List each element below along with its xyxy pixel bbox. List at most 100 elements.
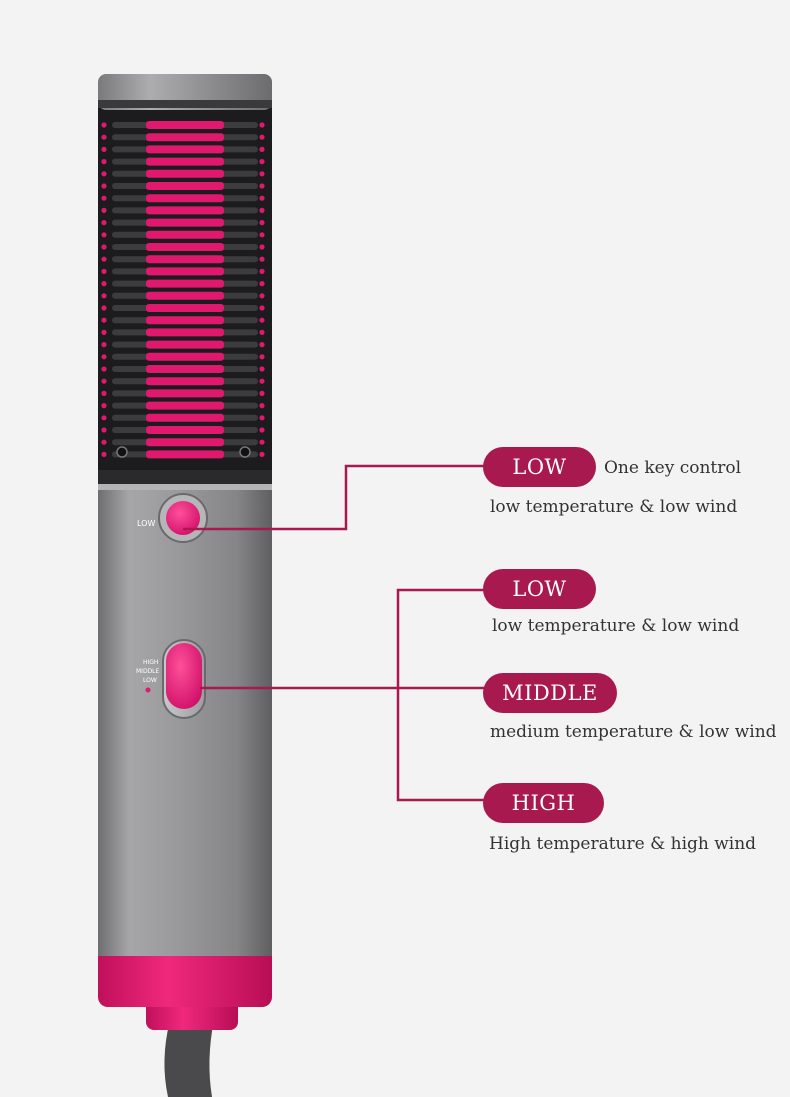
bristle-tip: [259, 329, 265, 335]
bristle-core: [146, 243, 224, 251]
bristle-tip: [101, 329, 107, 335]
switch-label-middle: MIDDLE: [136, 668, 160, 675]
bristle-core: [146, 328, 224, 337]
bristle-tip: [259, 427, 265, 433]
bristle-tip: [259, 293, 265, 299]
bristle-tip: [259, 159, 265, 165]
bristle-core: [146, 389, 224, 398]
bristle-tip: [101, 317, 107, 323]
bristle-core: [146, 145, 224, 154]
bristle-tip: [259, 122, 265, 128]
bristle-tip: [259, 317, 265, 323]
bristle-tip: [259, 146, 265, 152]
bristle-tip: [101, 403, 107, 409]
bristle-tip: [101, 342, 107, 348]
bristle-tip: [259, 268, 265, 274]
bristle-core: [146, 267, 224, 276]
bristle-tip: [101, 268, 107, 274]
switch-label-high: HIGH: [143, 659, 158, 666]
bristle-core: [146, 133, 224, 142]
bristle-tip: [101, 439, 107, 445]
badge-mode-high: HIGH: [483, 783, 604, 823]
power-button: [166, 501, 200, 535]
bristle-tip: [101, 195, 107, 201]
bristle-tip: [101, 207, 107, 213]
bristle-core: [146, 206, 224, 215]
bottom-band: [98, 945, 272, 1007]
bristle-core: [146, 230, 224, 239]
head-screw: [116, 446, 128, 458]
bristle-tip: [101, 134, 107, 140]
bristle-core: [146, 279, 224, 288]
bristle-core: [146, 377, 224, 386]
bristle-tip: [101, 390, 107, 396]
bristle-tip: [259, 281, 265, 287]
bristle-tip: [101, 232, 107, 238]
bristle-tip: [101, 122, 107, 128]
bristle-core: [146, 340, 224, 349]
bristle-core: [146, 365, 224, 373]
bristle-tip: [259, 403, 265, 409]
bristle-tip: [101, 366, 107, 372]
bristle-tip: [101, 220, 107, 226]
badge-mode-middle: MIDDLE: [483, 673, 617, 713]
bristle-tip: [259, 305, 265, 311]
bristle-core: [146, 316, 224, 325]
bristle-tip: [259, 439, 265, 445]
bristle-tip: [101, 281, 107, 287]
badge-power-low: LOW: [483, 447, 596, 487]
bristle-tip: [101, 171, 107, 177]
mode-indicator-dot: [145, 687, 151, 693]
caption-one-key-control: One key control: [604, 458, 742, 478]
leader-bracket-modes: [396, 588, 485, 802]
bristle-tip: [259, 134, 265, 140]
bristle-tip: [101, 159, 107, 165]
bristle-tip: [101, 244, 107, 250]
bristle-tip: [101, 415, 107, 421]
bristle-core: [146, 426, 224, 434]
bristle-tip: [259, 232, 265, 238]
bristle-tip: [101, 427, 107, 433]
bristle-tip: [259, 354, 265, 360]
bristle-rows: [101, 121, 265, 459]
bristle-tip: [101, 305, 107, 311]
bristle-core: [146, 413, 224, 422]
bristle-tip: [101, 354, 107, 360]
bristle-core: [146, 194, 224, 203]
caption-mode-middle: medium temperature & low wind: [490, 722, 777, 742]
switch-label-low: LOW: [143, 677, 157, 684]
bristle-core: [146, 304, 224, 312]
power-button-label: LOW: [137, 519, 155, 528]
caption-power-description: low temperature & low wind: [490, 497, 738, 517]
leader-line-power: [183, 464, 485, 531]
bristle-tip: [101, 183, 107, 189]
bristle-tip: [259, 342, 265, 348]
caption-mode-low: low temperature & low wind: [492, 616, 740, 636]
bristle-tip: [259, 451, 265, 457]
bristle-tip: [101, 256, 107, 262]
bristle-tip: [259, 366, 265, 372]
bristle-tip: [101, 451, 107, 457]
bristle-core: [146, 169, 224, 178]
bristle-core: [146, 401, 224, 410]
caption-mode-high: High temperature & high wind: [489, 834, 757, 854]
bristle-core: [146, 182, 224, 190]
bristle-core: [146, 438, 224, 447]
bristle-core: [146, 352, 224, 361]
bristle-tip: [259, 378, 265, 384]
bristle-tip: [259, 195, 265, 201]
bristle-core: [146, 218, 224, 227]
bristle-tip: [259, 183, 265, 189]
power-cord: [164, 1020, 214, 1097]
badge-mode-low: LOW: [483, 569, 596, 609]
bristle-core: [146, 157, 224, 166]
bristle-tip: [101, 378, 107, 384]
bristle-tip: [259, 207, 265, 213]
head-screw: [239, 446, 251, 458]
bristle-core: [146, 291, 224, 300]
bristle-tip: [101, 146, 107, 152]
bristle-core: [146, 121, 224, 129]
bristle-tip: [259, 244, 265, 250]
